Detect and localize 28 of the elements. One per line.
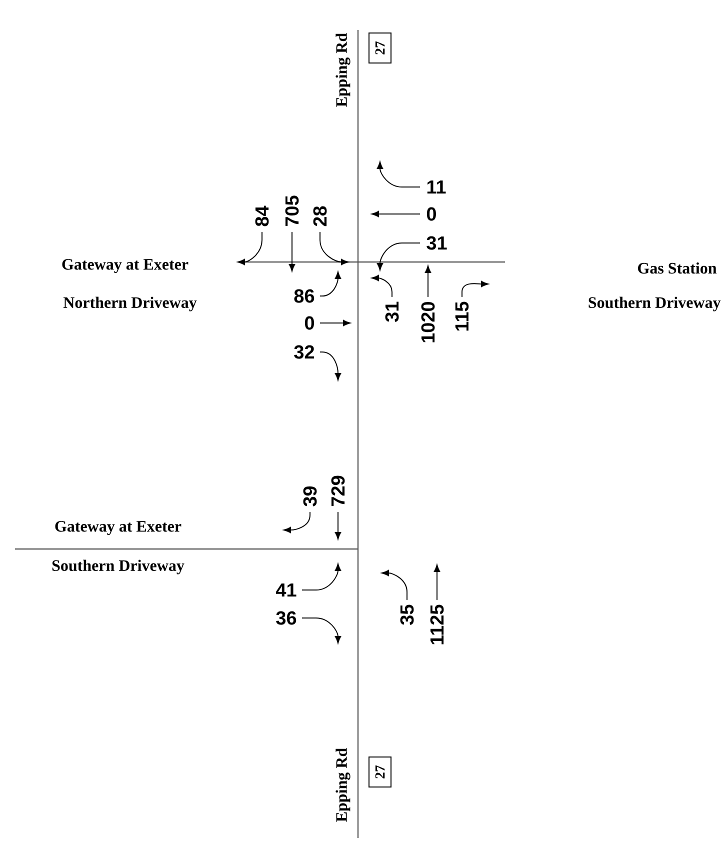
traffic-count: 86 [294,289,314,303]
traffic-count: 1020 [421,302,435,342]
traffic-count: 39 [303,486,317,506]
traffic-count: 11 [427,180,446,194]
traffic-count: 36 [276,611,296,625]
road-name: Gateway at Exeter [55,520,182,536]
traffic-count: 41 [276,583,296,597]
route-shield: 27 [368,756,392,788]
traffic-count: 729 [331,476,345,506]
road-name: Northern Driveway [63,296,197,312]
traffic-count: 1125 [430,604,444,644]
road-name: Epping Rd [336,33,350,107]
traffic-count: 0 [426,207,436,221]
road-name: Gateway at Exeter [62,259,188,274]
traffic-count: 35 [400,604,414,625]
traffic-count: 31 [385,302,399,322]
traffic-count: 32 [294,345,314,359]
traffic-count: 31 [426,236,447,250]
traffic-count: 0 [304,316,314,330]
traffic-count: 84 [255,206,269,226]
traffic-count: 28 [313,206,327,226]
route-shield: 27 [368,32,392,64]
road-name: Gas Station [638,262,717,274]
traffic-count: 705 [285,196,299,226]
road-name: Southern Driveway [588,296,721,312]
road-name: Southern Driveway [52,560,184,574]
road-name: Epping Rd [336,748,350,822]
traffic-count: 115 [455,302,469,331]
